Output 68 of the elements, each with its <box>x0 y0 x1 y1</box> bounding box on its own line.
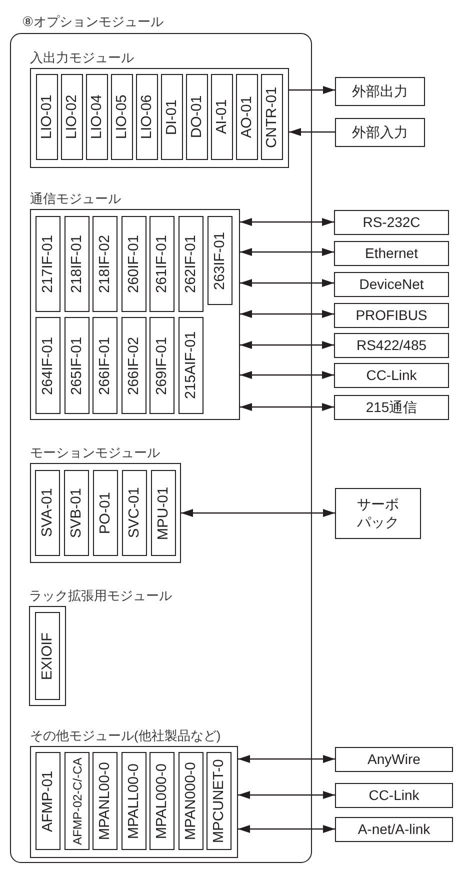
module-slot: AO-01 <box>236 74 258 160</box>
double-arrow <box>238 825 335 833</box>
module-slot: 260IF-01 <box>122 216 146 312</box>
external-box: CC-Link <box>335 783 453 808</box>
module-slot: MPANL00-0 <box>93 752 118 850</box>
module-slot: 262IF-01 <box>179 216 204 312</box>
module-slot: LIO-05 <box>111 74 133 160</box>
module-slot: AFMP-01 <box>36 752 60 850</box>
module-slot: 217IF-01 <box>36 216 60 312</box>
external-box: CC-Link <box>334 363 449 388</box>
double-arrow <box>238 755 335 763</box>
module-slot: AI-01 <box>211 74 233 160</box>
external-box: 215通信 <box>334 395 449 420</box>
module-slot: CNTR-01 <box>261 74 283 160</box>
double-arrow <box>240 218 334 226</box>
diagram-heading: ⑧オプションモジュール <box>22 13 164 31</box>
module-slot: SVA-01 <box>35 470 60 556</box>
module-slot: MPU-01 <box>151 470 176 556</box>
module-slot: PO-01 <box>93 470 118 556</box>
module-slot: 266IF-01 <box>93 317 118 414</box>
double-arrow <box>181 509 335 517</box>
external-box: PROFIBUS <box>334 303 449 328</box>
arrow <box>289 86 335 94</box>
double-arrow <box>240 371 334 379</box>
module-slot: 266IF-02 <box>122 317 146 414</box>
section-heading: ラック拡張用モジュール <box>29 587 172 605</box>
module-slot: LIO-04 <box>86 74 108 160</box>
external-box: 外部入力 <box>335 118 425 147</box>
module-slot: 261IF-01 <box>150 216 175 312</box>
module-slot: SVB-01 <box>64 470 89 556</box>
module-slot: MPALL00-0 <box>122 752 146 850</box>
module-slot: LIO-06 <box>136 74 158 160</box>
module-slot: 269IF-01 <box>150 317 175 414</box>
section-heading: その他モジュール(他社製品など) <box>30 727 221 745</box>
double-arrow <box>240 279 334 287</box>
module-slot: MPAN000-0 <box>178 752 203 850</box>
module-slot: LIO-01 <box>36 74 58 160</box>
double-arrow <box>240 403 334 411</box>
module-slot: 218IF-02 <box>93 216 118 312</box>
external-box: サーボパック <box>335 488 421 539</box>
module-slot: 265IF-01 <box>64 317 90 414</box>
double-arrow <box>240 248 334 256</box>
double-arrow <box>240 341 334 349</box>
arrow <box>289 128 335 136</box>
double-arrow <box>238 791 335 799</box>
module-slot: AFMP-02-C/-CA <box>64 752 89 850</box>
external-box: A-net/A-link <box>335 817 453 842</box>
section-heading: モーションモジュール <box>30 444 160 462</box>
module-slot: EXIOIF <box>35 612 60 700</box>
module-slot: MPAL000-0 <box>150 752 174 850</box>
double-arrow <box>240 310 334 318</box>
section-heading: 通信モジュール <box>30 190 121 208</box>
external-box: DeviceNet <box>334 272 449 297</box>
external-box: AnyWire <box>335 747 453 772</box>
module-slot: 264IF-01 <box>36 317 60 414</box>
external-box: RS422/485 <box>334 333 449 358</box>
module-slot: MPCUNET-0 <box>207 752 232 850</box>
external-box: 外部出力 <box>335 77 425 106</box>
module-slot: SVC-01 <box>122 470 147 556</box>
module-slot: DI-01 <box>161 74 183 160</box>
module-slot: DO-01 <box>186 74 208 160</box>
external-box: RS-232C <box>334 210 449 235</box>
external-box: Ethernet <box>334 241 449 266</box>
module-slot: LIO-02 <box>61 74 83 160</box>
module-slot: 215AIF-01 <box>179 317 204 414</box>
module-slot: 263IF-01 <box>208 216 232 305</box>
module-slot: 218IF-01 <box>64 216 90 312</box>
section-heading: 入出力モジュール <box>30 49 134 67</box>
